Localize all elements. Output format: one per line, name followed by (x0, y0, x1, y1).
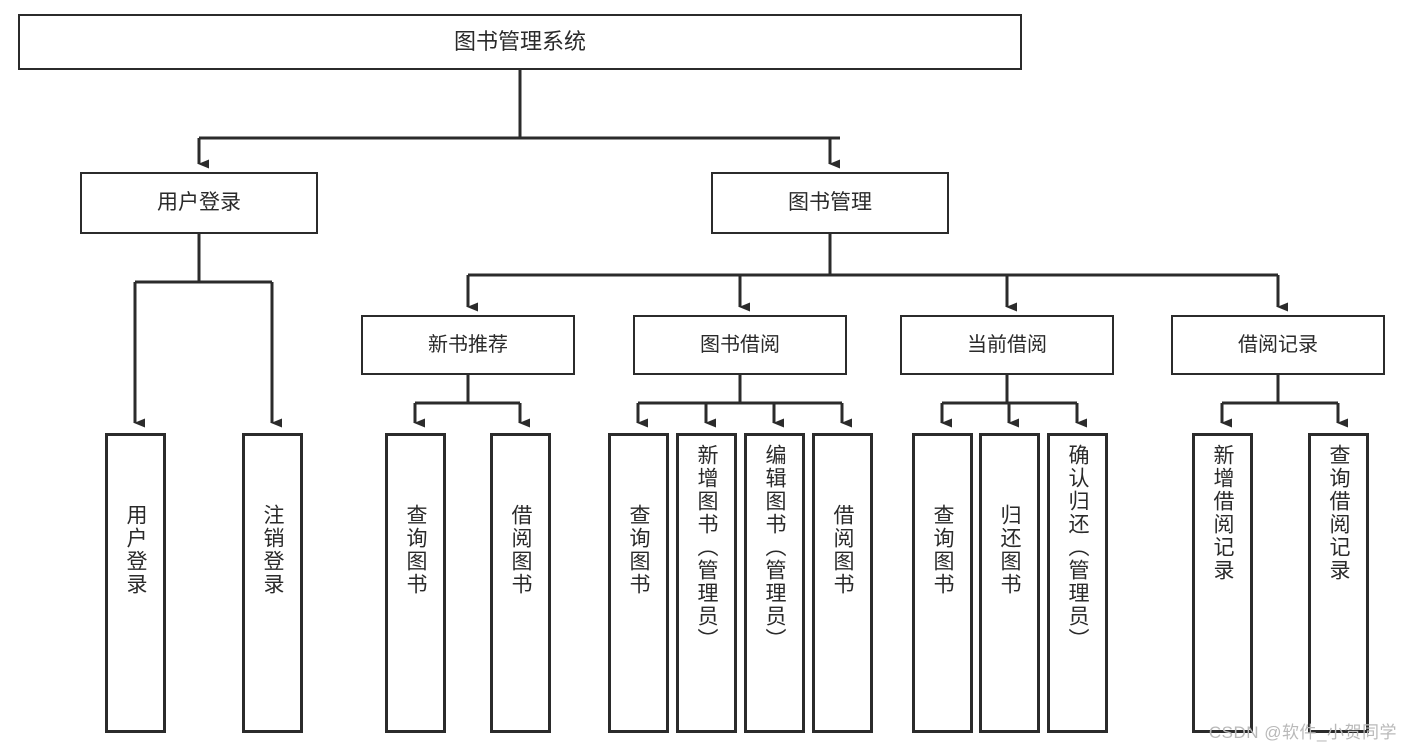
csdn-watermark: CSDN @软件_小贺同学 (1208, 723, 1397, 742)
node-leaf-add-record-label: 新增借阅记录 (1211, 444, 1234, 582)
node-leaf-logout-label: 注销登录 (261, 504, 284, 596)
node-leaf-query-book-2-label: 查询图书 (627, 504, 650, 596)
node-leaf-borrow-book-2-label: 借阅图书 (831, 504, 854, 596)
node-book-borrow[interactable]: 图书借阅 (633, 315, 847, 375)
node-book-manage-label: 图书管理 (788, 190, 872, 214)
node-leaf-query-record-label: 查询借阅记录 (1327, 444, 1350, 582)
node-leaf-query-record[interactable]: 查询借阅记录 (1308, 433, 1369, 733)
node-leaf-query-book-2[interactable]: 查询图书 (608, 433, 669, 733)
node-current-borrow-label: 当前借阅 (967, 333, 1047, 356)
node-leaf-borrow-book-1[interactable]: 借阅图书 (490, 433, 551, 733)
node-book-borrow-label: 图书借阅 (700, 333, 780, 356)
node-root[interactable]: 图书管理系统 (18, 14, 1022, 70)
node-leaf-borrow-book-2[interactable]: 借阅图书 (812, 433, 873, 733)
node-leaf-add-book-label: 新增图书（管理员） (695, 444, 718, 651)
node-leaf-query-book-1[interactable]: 查询图书 (385, 433, 446, 733)
node-user-login[interactable]: 用户登录 (80, 172, 318, 234)
node-leaf-query-book-1-label: 查询图书 (404, 504, 427, 596)
node-new-book-rec-label: 新书推荐 (428, 333, 508, 356)
node-leaf-return-book[interactable]: 归还图书 (979, 433, 1040, 733)
node-leaf-user-login[interactable]: 用户登录 (105, 433, 166, 733)
node-leaf-logout[interactable]: 注销登录 (242, 433, 303, 733)
node-new-book-rec[interactable]: 新书推荐 (361, 315, 575, 375)
node-book-manage[interactable]: 图书管理 (711, 172, 949, 234)
node-leaf-query-book-3[interactable]: 查询图书 (912, 433, 973, 733)
node-current-borrow[interactable]: 当前借阅 (900, 315, 1114, 375)
node-borrow-record-label: 借阅记录 (1238, 333, 1318, 356)
node-root-label: 图书管理系统 (453, 29, 586, 55)
node-leaf-query-book-3-label: 查询图书 (931, 504, 954, 596)
node-leaf-confirm-return[interactable]: 确认归还（管理员） (1047, 433, 1108, 733)
node-user-login-label: 用户登录 (157, 190, 241, 214)
node-leaf-return-book-label: 归还图书 (998, 504, 1021, 596)
node-leaf-add-book[interactable]: 新增图书（管理员） (676, 433, 737, 733)
node-leaf-add-record[interactable]: 新增借阅记录 (1192, 433, 1253, 733)
node-leaf-edit-book[interactable]: 编辑图书（管理员） (744, 433, 805, 733)
node-borrow-record[interactable]: 借阅记录 (1171, 315, 1385, 375)
node-leaf-user-login-label: 用户登录 (124, 504, 147, 596)
node-leaf-edit-book-label: 编辑图书（管理员） (763, 444, 786, 651)
node-leaf-confirm-return-label: 确认归还（管理员） (1066, 444, 1089, 651)
node-leaf-borrow-book-1-label: 借阅图书 (509, 504, 532, 596)
